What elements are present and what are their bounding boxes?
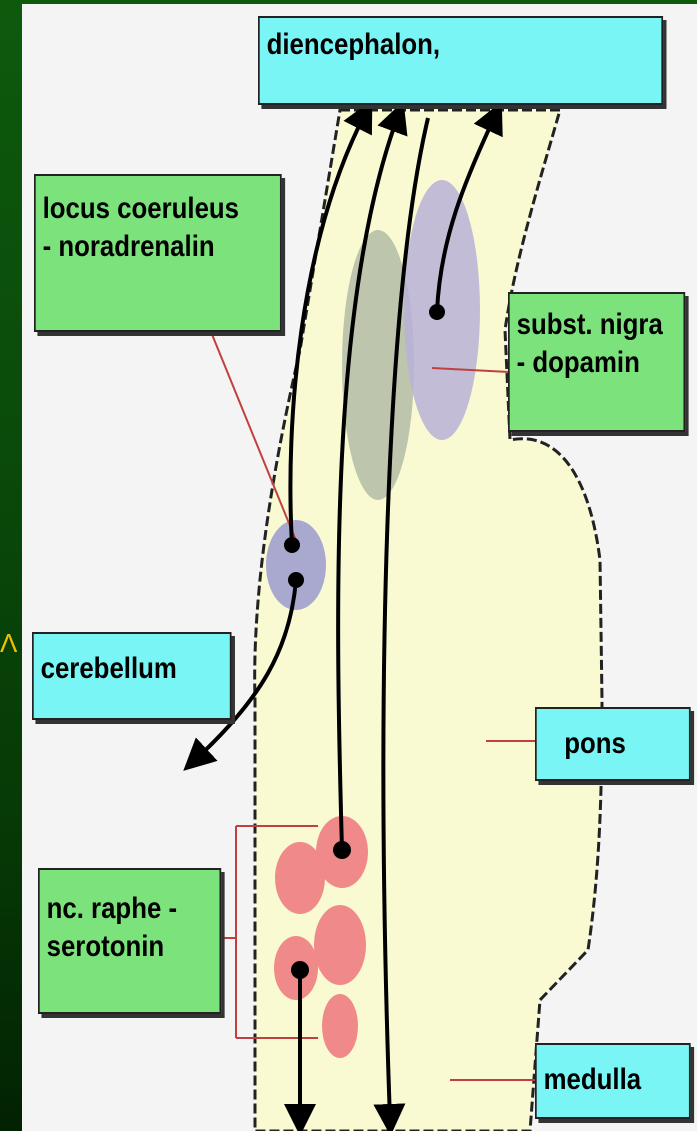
raphe-label: nc. raphe - serotonin: [38, 868, 221, 1014]
cerebellum-label: cerebellum: [32, 632, 232, 720]
diencephalon-label: diencephalon,: [258, 16, 663, 105]
locus-coeruleus-label: locus coeruleus - noradrenalin: [34, 174, 282, 332]
substantia-nigra-label-line1: subst. nigra: [517, 306, 677, 344]
raphe-label-line1: nc. raphe -: [47, 890, 213, 928]
pons-label: pons: [535, 707, 691, 781]
partial-slide-letter: Λ: [0, 628, 17, 659]
locus-coeruleus-label-line2: - noradrenalin: [43, 228, 273, 266]
diencephalon-label-text: diencephalon,: [267, 26, 655, 64]
medulla-label-text: medulla: [544, 1061, 682, 1099]
raphe-label-line2: serotonin: [47, 928, 213, 966]
substantia-nigra-label-line2: - dopamin: [517, 344, 677, 382]
substantia-nigra-label: subst. nigra - dopamin: [508, 292, 685, 432]
locus-coeruleus-label-line1: locus coeruleus: [43, 190, 273, 228]
pons-label-text: pons: [564, 725, 682, 763]
medulla-label: medulla: [535, 1043, 691, 1119]
cerebellum-label-text: cerebellum: [41, 650, 223, 688]
